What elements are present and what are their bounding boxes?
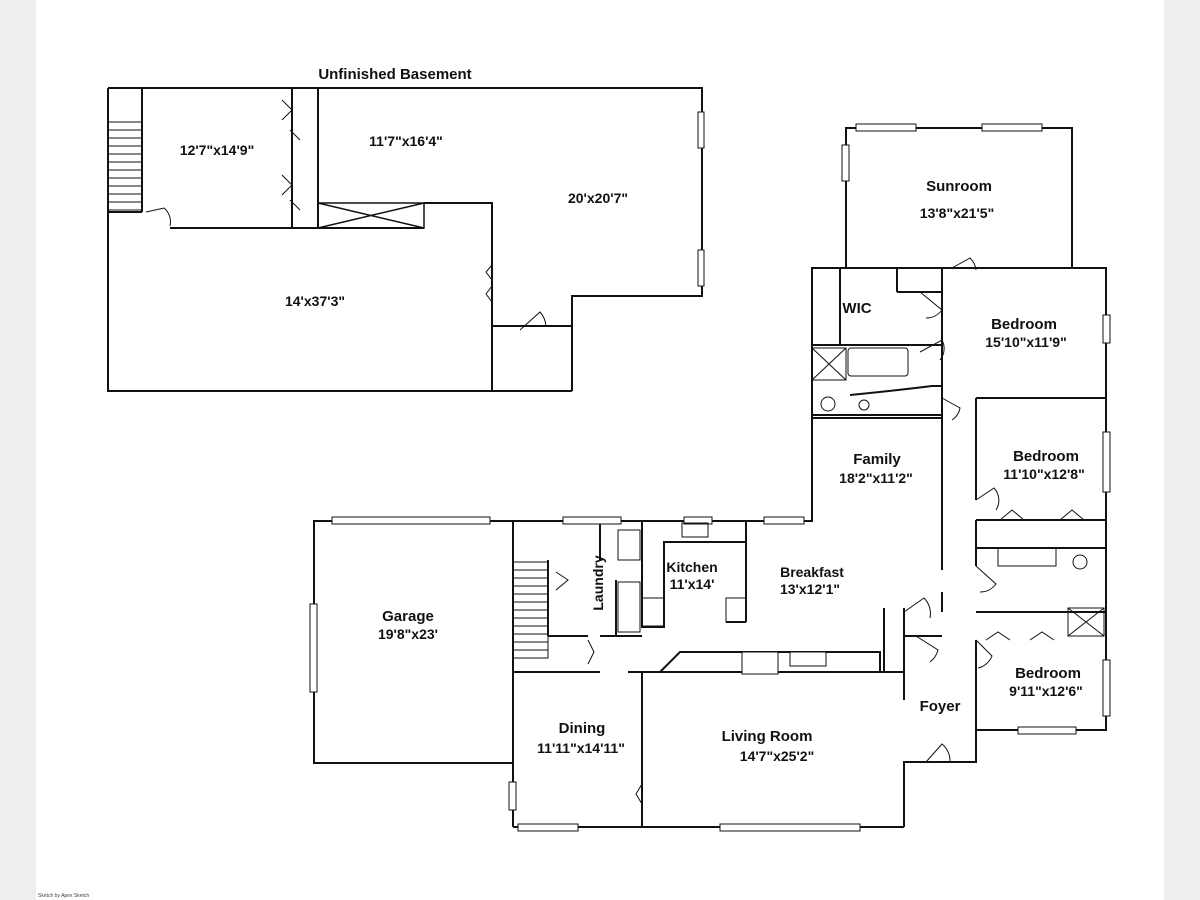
basement-walls xyxy=(107,87,703,392)
main-floor-fixtures xyxy=(617,347,1105,637)
garage-name: Garage xyxy=(382,608,434,625)
main-floor-doors xyxy=(555,257,1085,805)
basement-doors xyxy=(145,99,705,331)
breakfast-dims: 13'x12'1" xyxy=(780,581,840,597)
dining-name: Dining xyxy=(559,720,606,737)
bedroom-2-name: Bedroom xyxy=(1013,448,1079,465)
basement-room-2-dims: 11'7"x16'4" xyxy=(369,133,443,149)
foyer-name: Foyer xyxy=(920,698,961,715)
basement-stairs xyxy=(107,121,143,211)
kitchen-name: Kitchen xyxy=(666,559,717,575)
wic-name: WIC xyxy=(842,300,871,317)
family-name: Family xyxy=(853,451,901,468)
basement-title: Unfinished Basement xyxy=(318,66,471,83)
garage-dims: 19'8"x23' xyxy=(378,626,438,642)
basement-chimney xyxy=(317,202,425,229)
sketch-credit: Sketch by Apex Sketch xyxy=(38,893,90,899)
laundry-name: Laundry xyxy=(590,555,606,610)
sunroom-name: Sunroom xyxy=(926,178,992,195)
bedroom-1-name: Bedroom xyxy=(991,316,1057,333)
main-floor-walls xyxy=(313,127,1107,828)
living-room-name: Living Room xyxy=(722,728,813,745)
main-floor-windows xyxy=(309,123,1111,832)
family-dims: 18'2"x11'2" xyxy=(839,470,913,486)
basement-room-3-dims: 20'x20'7" xyxy=(568,190,628,206)
living-room-dims: 14'7"x25'2" xyxy=(740,748,814,764)
breakfast-name: Breakfast xyxy=(780,564,844,580)
basement-room-4-dims: 14'x37'3" xyxy=(285,293,345,309)
bedroom-3-dims: 9'11"x12'6" xyxy=(1009,683,1083,699)
floor-plan-sheet: Unfinished Basement 12'7"x14'9" 11'7"x16… xyxy=(36,0,1164,900)
basement-room-1-dims: 12'7"x14'9" xyxy=(180,142,254,158)
bedroom-2-dims: 11'10"x12'8" xyxy=(1003,466,1084,482)
dining-dims: 11'11"x14'11" xyxy=(537,740,625,756)
bedroom-1-dims: 15'10"x11'9" xyxy=(985,334,1066,350)
bedroom-3-name: Bedroom xyxy=(1015,665,1081,682)
kitchen-dims: 11'x14' xyxy=(670,576,715,592)
main-floor-stairs xyxy=(512,561,549,659)
sunroom-dims: 13'8"x21'5" xyxy=(920,205,994,221)
floor-plan: Unfinished Basement 12'7"x14'9" 11'7"x16… xyxy=(107,66,1111,832)
